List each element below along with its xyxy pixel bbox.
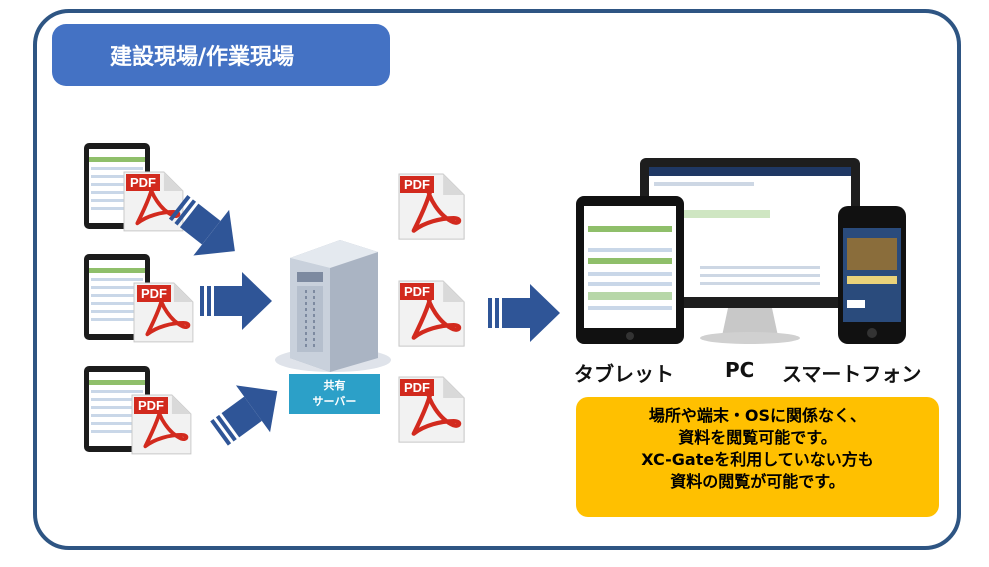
pc-label: PC bbox=[725, 358, 755, 382]
info-line-4: 資料の閲覧が可能です。 bbox=[670, 472, 845, 491]
server-icon bbox=[275, 240, 391, 372]
arrow-distribute bbox=[488, 284, 560, 342]
server-label-line-1: 共有 bbox=[323, 379, 346, 392]
smartphone-device-icon bbox=[838, 206, 906, 344]
arrow-upload-2 bbox=[200, 272, 272, 330]
arrow-upload-3 bbox=[202, 367, 295, 457]
tablet-device-icon bbox=[576, 196, 684, 344]
info-callout: 場所や端末・OSに関係なく、 資料を閲覧可能です。 XC-Gateを利用していな… bbox=[576, 397, 939, 517]
server-label-line-2: サーバー bbox=[312, 395, 357, 408]
smartphone-label: スマートフォン bbox=[782, 362, 922, 386]
tablet-label: タブレット bbox=[574, 362, 674, 386]
info-line-3: XC-Gateを利用していない方も bbox=[641, 450, 874, 469]
site-title: 建設現場/作業現場 bbox=[110, 45, 295, 70]
info-line-2: 資料を閲覧可能です。 bbox=[678, 428, 837, 447]
shared-server-label: 共有 サーバー bbox=[289, 374, 380, 414]
info-line-1: 場所や端末・OSに関係なく、 bbox=[648, 406, 867, 425]
site-title-banner: 建設現場/作業現場 bbox=[52, 24, 390, 86]
